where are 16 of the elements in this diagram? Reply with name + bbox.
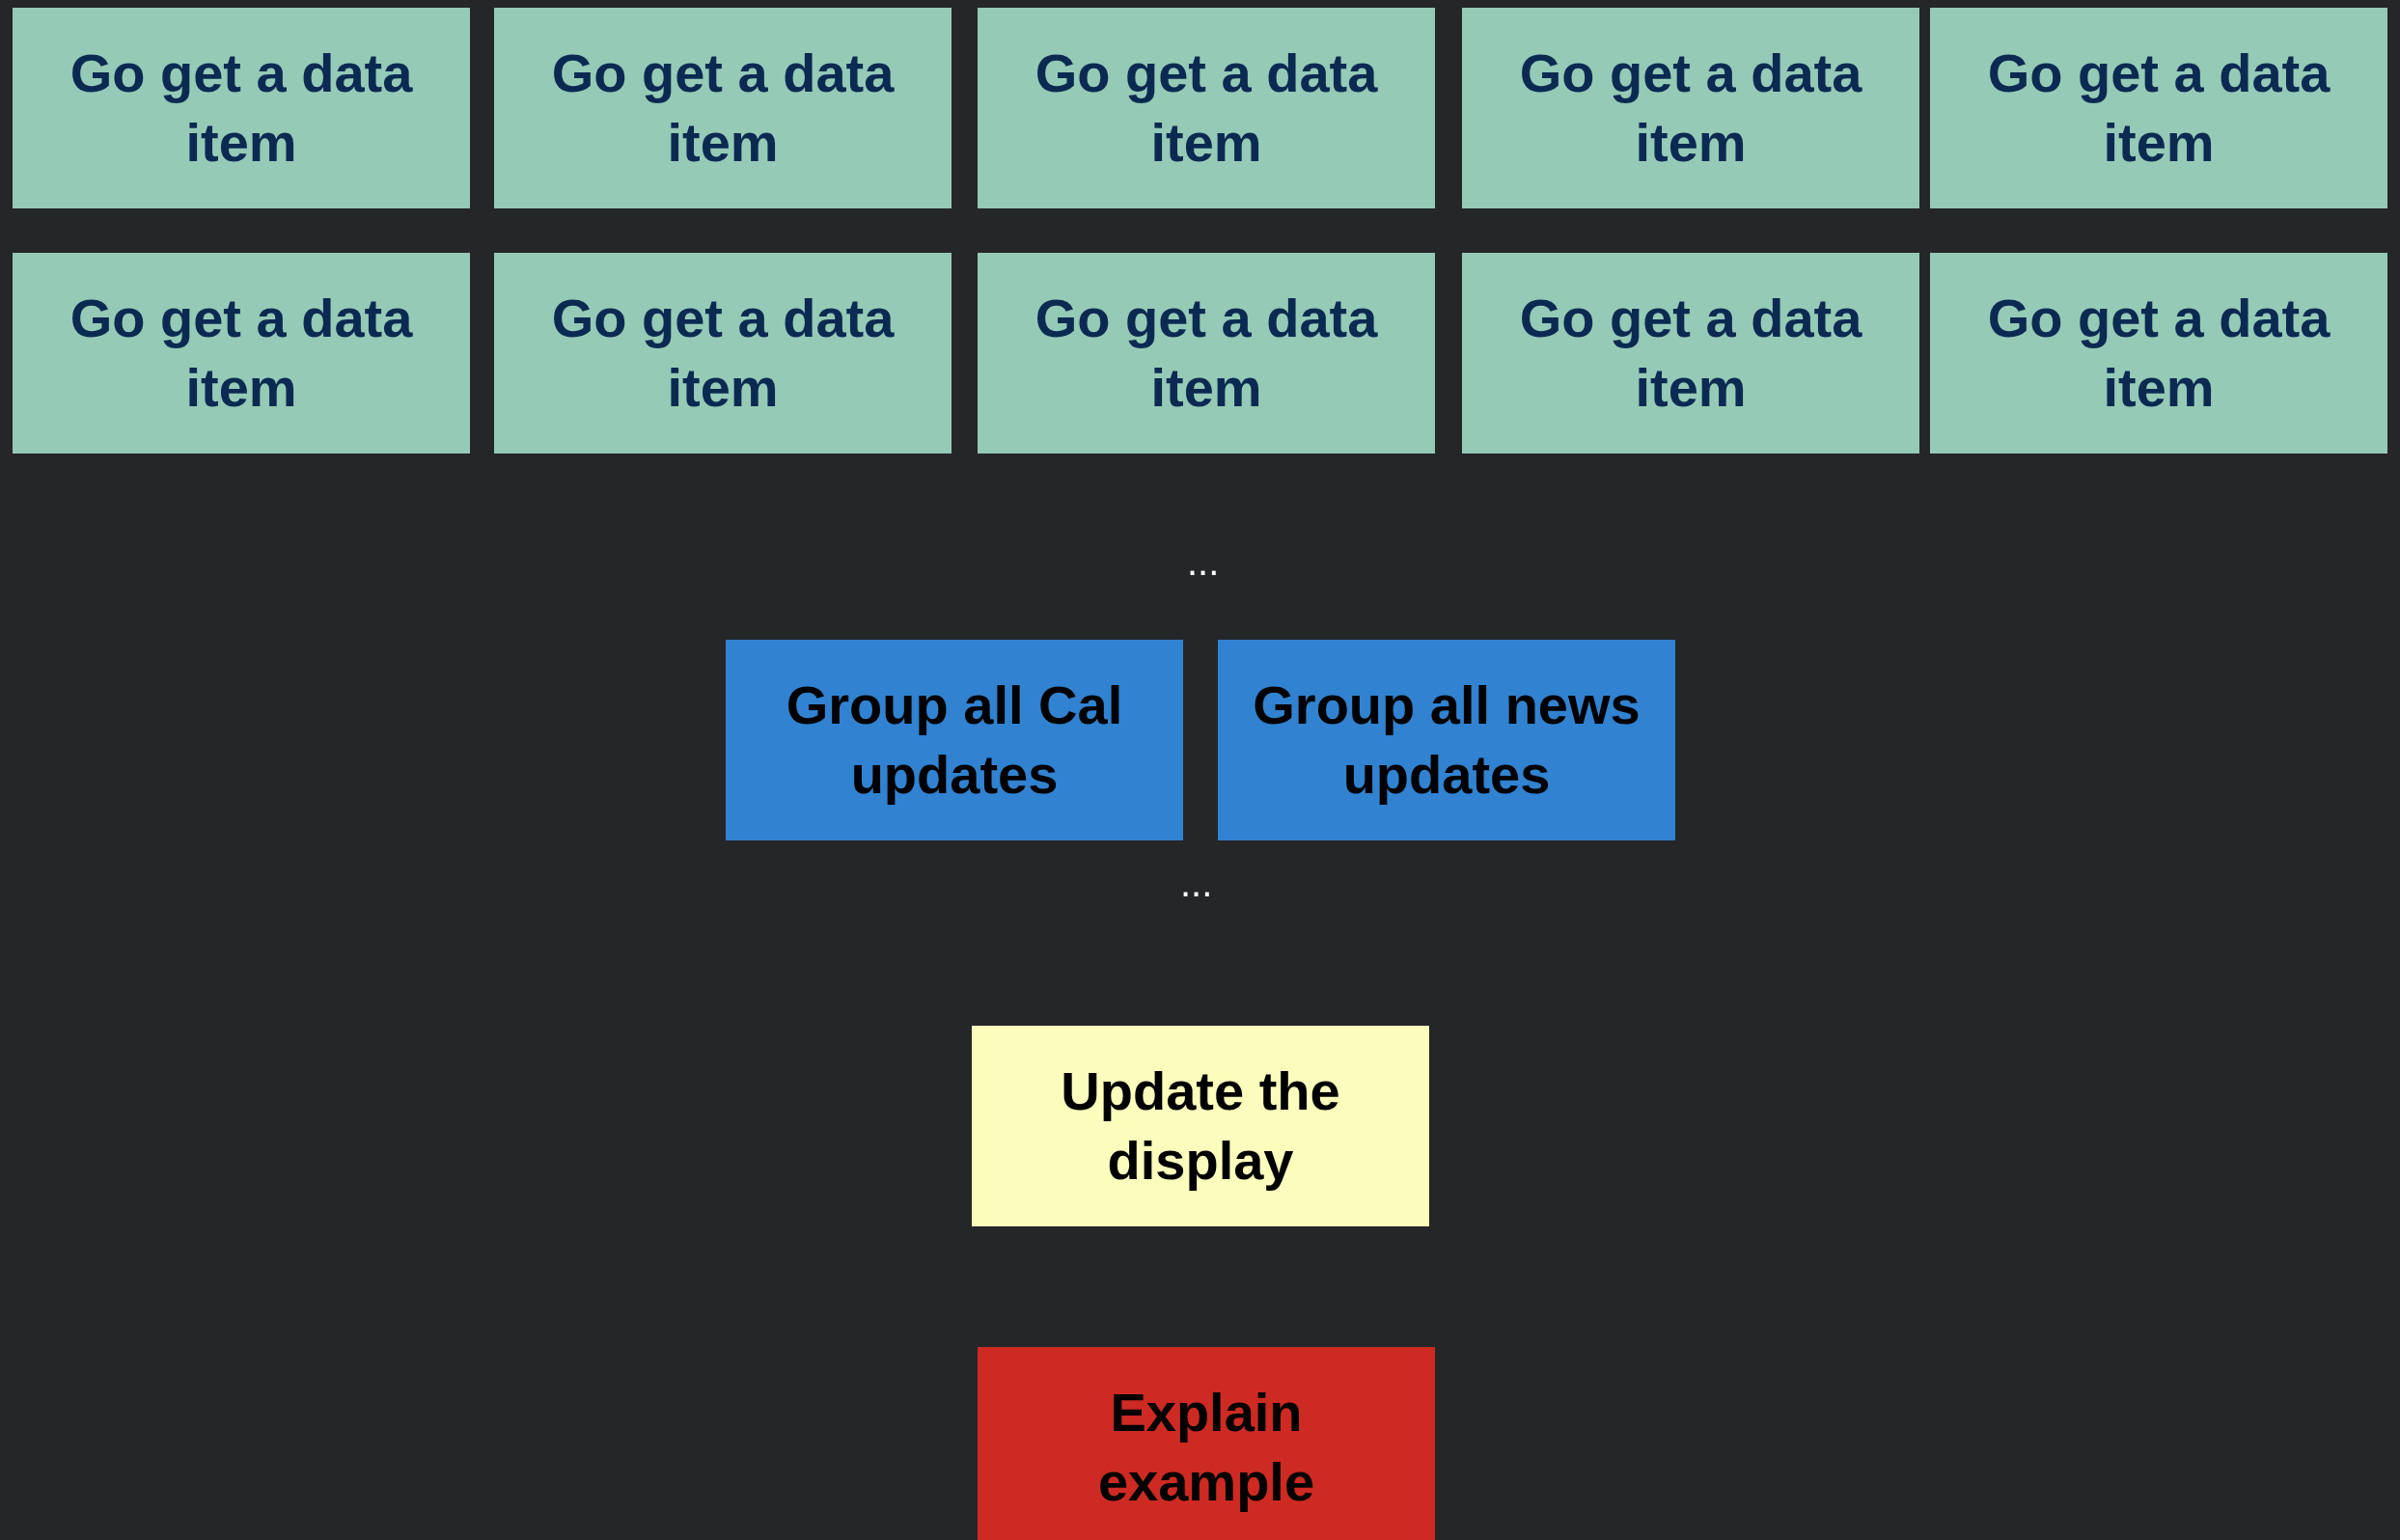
task-box: Go get a data item: [1462, 8, 1919, 208]
task-box: Go get a data item: [1930, 8, 2387, 208]
task-box: Go get a data item: [1930, 253, 2387, 454]
task-box: Go get a data item: [13, 8, 470, 208]
task-box: Go get a data item: [978, 253, 1435, 454]
group-box: Group all Cal updates: [726, 640, 1183, 840]
task-box: Go get a data item: [494, 253, 952, 454]
explain-box: Explain example: [978, 1347, 1435, 1540]
ellipsis-text: ...: [1180, 862, 1213, 905]
update-box: Update the display: [972, 1026, 1429, 1226]
group-box: Group all news updates: [1218, 640, 1675, 840]
task-box: Go get a data item: [978, 8, 1435, 208]
task-box: Go get a data item: [13, 253, 470, 454]
task-box: Go get a data item: [1462, 253, 1919, 454]
task-box: Go get a data item: [494, 8, 952, 208]
ellipsis-text: ...: [1187, 540, 1220, 584]
